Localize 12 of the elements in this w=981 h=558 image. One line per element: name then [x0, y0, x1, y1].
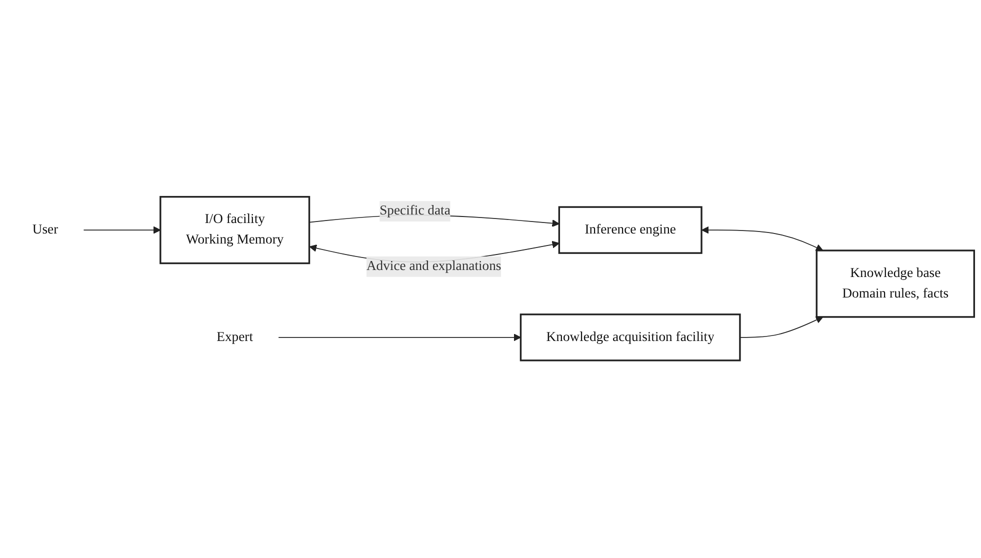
node-box: I/O facility Working Memory [160, 196, 310, 264]
node-box: Inference engine [558, 206, 702, 254]
node-text: Expert [216, 330, 254, 345]
edge-label: Advice and explanations [366, 259, 502, 274]
arrow [702, 226, 824, 252]
arrow [83, 226, 161, 234]
node-box: Knowledge acquisition facility [520, 314, 741, 362]
node-box: Knowledge base Domain rules, facts [816, 250, 976, 318]
edge-label: Specific data [380, 204, 450, 218]
arrow [740, 316, 824, 338]
node-text: User [32, 222, 58, 238]
arrow [278, 334, 522, 342]
